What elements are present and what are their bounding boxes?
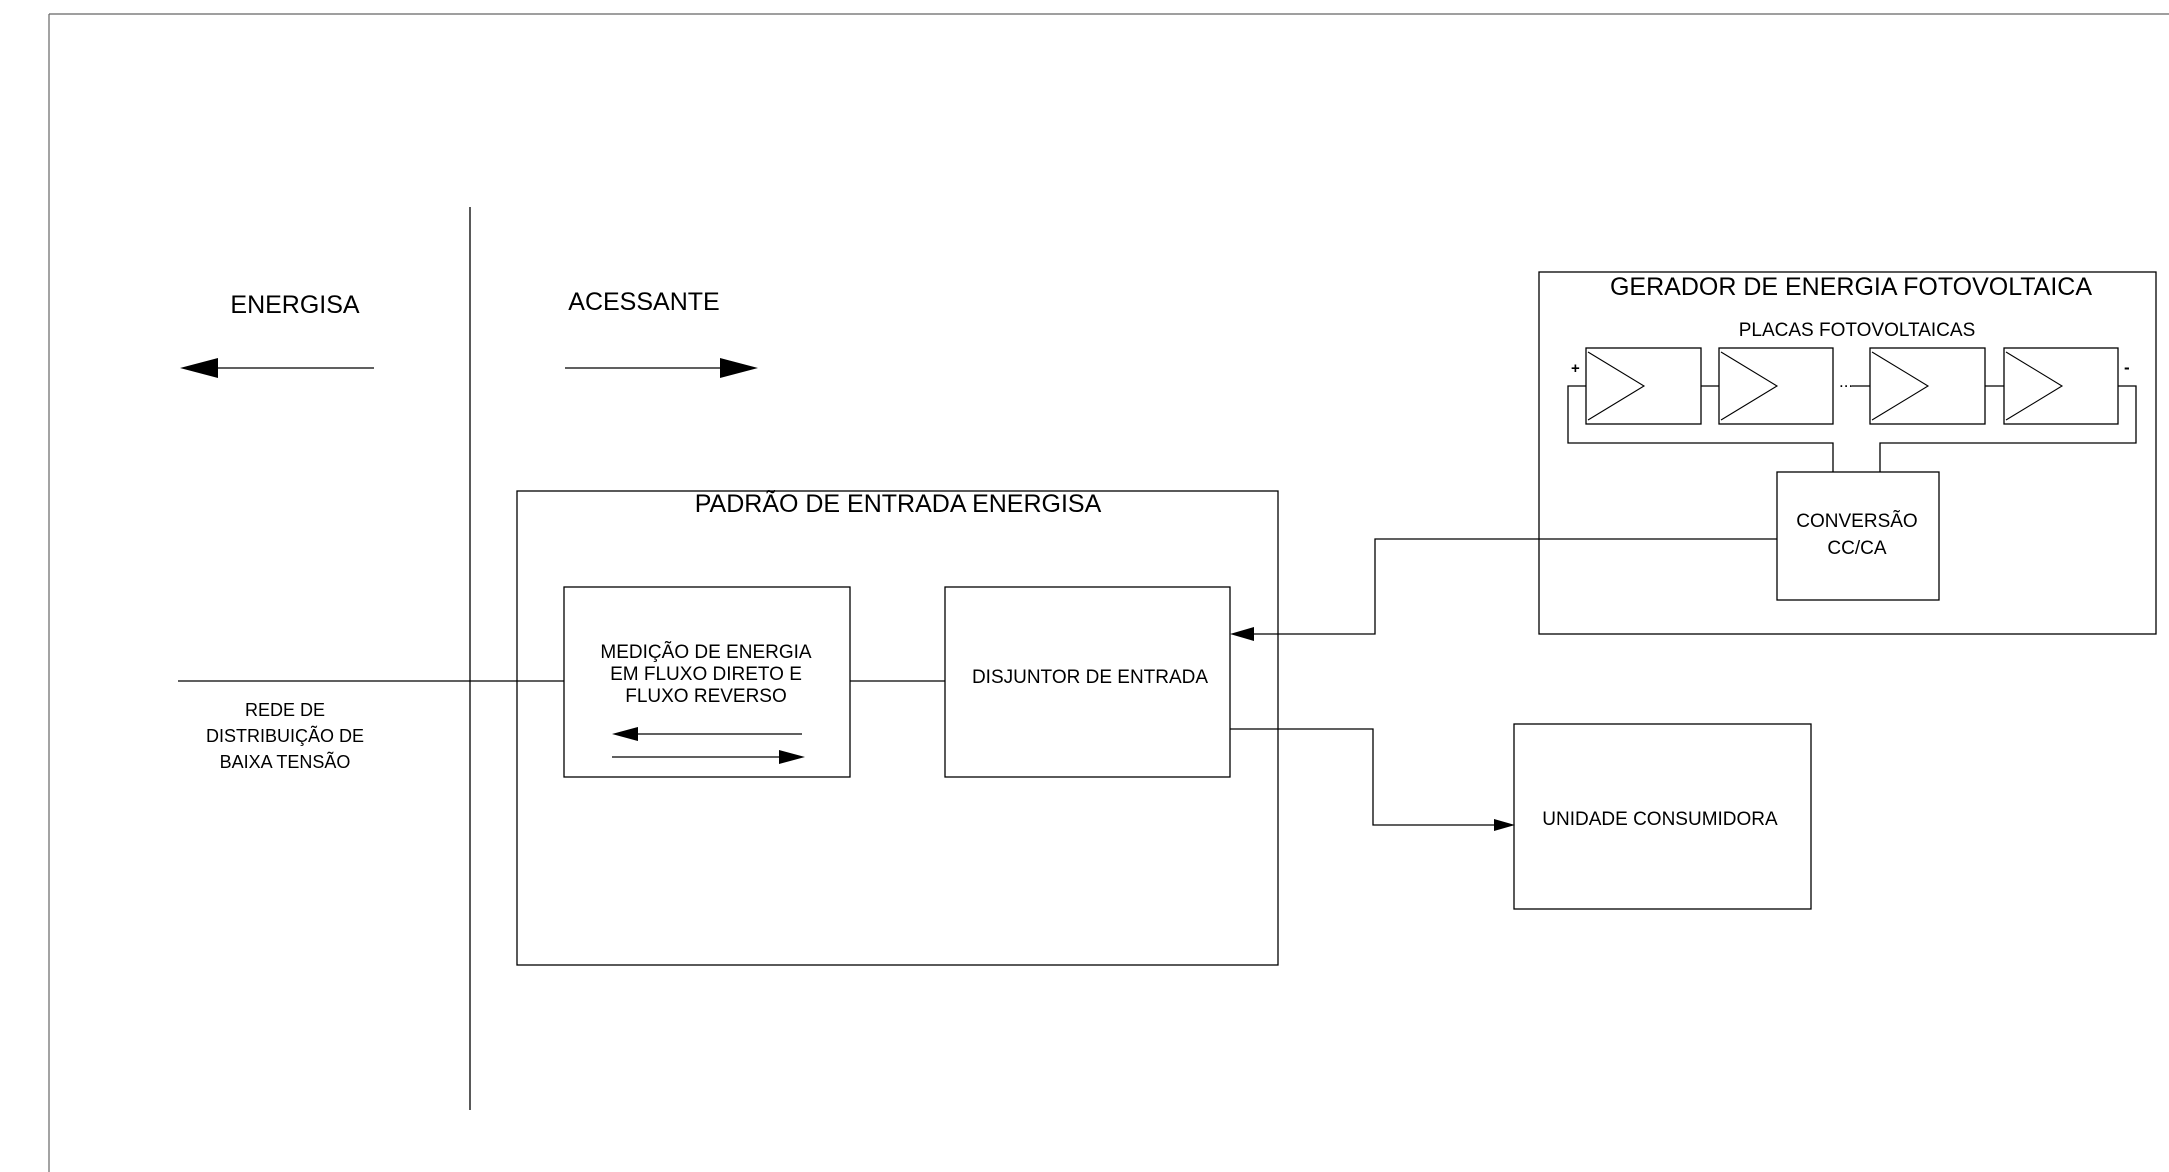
consumer-label: UNIDADE CONSUMIDORA	[1542, 809, 1778, 830]
pv-generator-title: GERADOR DE ENERGIA FOTOVOLTAICA	[1609, 273, 2093, 301]
inverter-label-line-1: CONVERSÃO	[1796, 511, 1918, 532]
string-negative-wire	[1879, 385, 2137, 472]
meter-label-line-1: MEDIÇÃO DE ENERGIA	[600, 642, 812, 663]
meter-box	[563, 586, 851, 778]
acessante-arrow-head	[720, 358, 758, 378]
entrance-standard-title: PADRÃO DE ENTRADA ENERGISA	[694, 490, 1102, 518]
energisa-label: ENERGISA	[230, 291, 360, 319]
inverter-breaker-line	[1252, 538, 1777, 635]
negative-terminal-sign: -	[2124, 358, 2130, 377]
pv-panel-4	[2003, 347, 2119, 425]
positive-terminal-sign: +	[1571, 360, 1580, 377]
energisa-arrow-head	[180, 358, 218, 378]
grid-label-line-2: DISTRIBUIÇÃO DE	[205, 726, 365, 746]
breaker-consumer-arrow-head	[1494, 819, 1515, 831]
grid-label-line-1: REDE DE	[244, 700, 325, 720]
meter-label-line-3: FLUXO REVERSO	[625, 686, 787, 707]
breaker-label: DISJUNTOR DE ENTRADA	[971, 667, 1209, 688]
pv-panel-1	[1585, 347, 1702, 425]
meter-label: MEDIÇÃO DE ENERGIA EM FLUXO DIRETO E FLU…	[600, 642, 811, 708]
inverter-box	[1776, 471, 1940, 601]
grid-label-line-3: BAIXA TENSÃO	[219, 752, 351, 772]
more-panels-ellipsis: ...	[1839, 372, 1854, 391]
direct-flow-arrow-head	[779, 750, 805, 764]
string-positive-wire	[1567, 385, 1834, 472]
pv-panels-label: PLACAS FOTOVOLTAICAS	[1738, 320, 1976, 341]
breaker-box	[944, 586, 1231, 778]
consumer-box	[1513, 723, 1812, 910]
entrance-standard-box	[516, 490, 1279, 966]
pv-generator-box	[1538, 271, 2157, 635]
inverter-label-line-2: CC/CA	[1827, 538, 1887, 559]
reverse-flow-arrow-head	[612, 727, 638, 741]
inverter-breaker-arrow-head	[1230, 627, 1254, 641]
meter-label-line-2: EM FLUXO DIRETO E	[610, 664, 802, 685]
pv-panel-2	[1718, 347, 1834, 425]
acessante-label: ACESSANTE	[568, 288, 720, 316]
breaker-consumer-line	[1230, 728, 1496, 826]
grid-label: REDE DE DISTRIBUIÇÃO DE BAIXA TENSÃO	[206, 697, 364, 775]
pv-panel-3	[1869, 347, 1986, 425]
inverter-label: CONVERSÃO CC/CA	[1796, 508, 1917, 562]
